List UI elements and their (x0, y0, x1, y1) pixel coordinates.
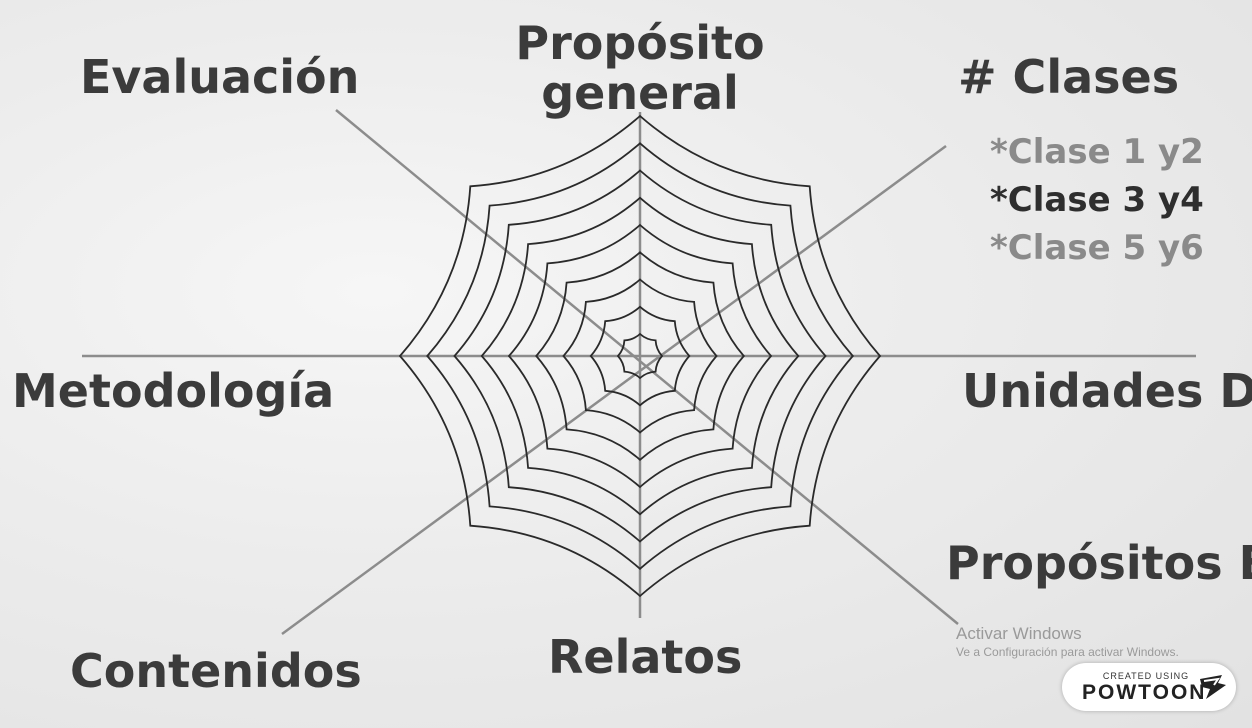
web-ring (426, 142, 854, 570)
powtoon-badge[interactable]: CREATED USING POWTOON (1062, 663, 1236, 711)
axis-label-clases: # Clases (958, 50, 1180, 104)
web-ring (562, 278, 718, 434)
web-ring (398, 114, 882, 598)
axis-label-evaluacion: Evaluación (80, 50, 360, 104)
windows-activation-watermark: Activar Windows Ve a Configuración para … (956, 624, 1179, 660)
clases-list: *Clase 1 y2 *Clase 3 y4 *Clase 5 y6 (990, 128, 1204, 272)
clases-list-item: *Clase 3 y4 (990, 180, 1204, 220)
web-ring (535, 251, 745, 461)
web-ring (507, 223, 773, 489)
clases-list-item: *Clase 5 y6 (990, 228, 1204, 268)
axis-line (281, 144, 947, 636)
axis-label-proposito-line1: Propósito (515, 16, 765, 70)
clases-list-item: *Clase 1 y2 (990, 132, 1204, 172)
axis-lines (82, 109, 1196, 636)
axis-label-relatos: Relatos (548, 630, 743, 684)
web-rings (398, 114, 882, 598)
web-ring (616, 332, 664, 380)
axis-label-propositos-e: Propósitos E (946, 536, 1252, 590)
axis-label-contenidos: Contenidos (70, 644, 362, 698)
web-ring (453, 169, 827, 543)
web-ring (480, 196, 800, 516)
powtoon-logo-icon (1200, 675, 1226, 699)
badge-powtoon-wordmark: POWTOON (1082, 681, 1207, 704)
axis-label-metodologia: Metodología (12, 364, 335, 418)
badge-created-using: CREATED USING (1102, 671, 1190, 681)
web-ring (589, 305, 691, 407)
axis-label-proposito-general: Propósito general (515, 18, 764, 118)
watermark-title: Activar Windows (956, 624, 1082, 643)
axis-label-proposito-line2: general (541, 66, 739, 120)
axis-label-unidades-d: Unidades D (962, 364, 1252, 418)
watermark-subtitle: Ve a Configuración para activar Windows. (956, 645, 1179, 659)
